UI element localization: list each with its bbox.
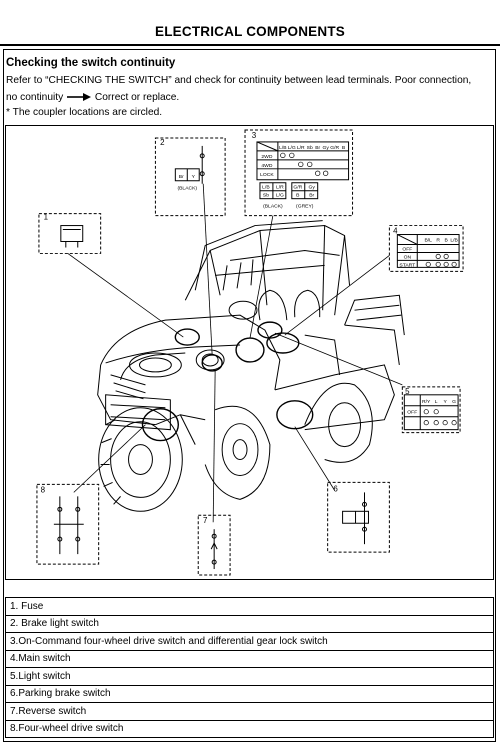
inset3-header: L/R: [297, 145, 305, 151]
inset2-coupler-color: (BLACK): [177, 186, 197, 192]
inset5-header: Y: [443, 399, 447, 405]
inset3-coupler1-color: (BLACK): [263, 204, 283, 210]
instruction-line-2: no continuity Correct or replace.: [6, 92, 179, 103]
legend-item-brake-light-switch: 2. Brake light switch: [5, 614, 494, 633]
legend-item-fuse: 1. Fuse: [5, 597, 494, 616]
inset3-coupler1-pin: L/G: [276, 193, 284, 199]
inset3-header: L/B: [279, 145, 287, 151]
inset3-header: Gy: [322, 145, 329, 151]
instruction-line-1: Refer to “CHECKING THE SWITCH” and check…: [6, 75, 472, 86]
inset4-row-label: START: [399, 262, 415, 268]
instruction-condition: no continuity: [6, 92, 64, 103]
inset-reverse-switch: [197, 514, 231, 576]
legend-item-four-wheel-drive-switch: 8.Four-wheel drive switch: [5, 719, 494, 738]
inset3-row-label: 2WD: [261, 154, 272, 160]
list-item: 3.On-Command four-wheel drive switch and…: [5, 632, 494, 651]
inset3-header: Sb: [307, 145, 313, 151]
instruction-line-3: * The coupler locations are circled.: [6, 107, 163, 118]
page-title: ELECTRICAL COMPONENTS: [155, 24, 345, 39]
continuity-markers: [280, 152, 457, 426]
inset3-header: G/R: [330, 145, 339, 151]
inset3-coupler2-pin: Br: [309, 193, 314, 199]
list-item: 1. Fuse: [5, 597, 494, 616]
callout-2: 2: [160, 138, 165, 147]
inset4-header: B/L: [424, 237, 432, 243]
list-item: 8.Four-wheel drive switch: [5, 719, 494, 738]
inset3-coupler1-pin: L/B: [262, 185, 270, 191]
title-divider: [0, 44, 500, 46]
inset-light-switch: [401, 386, 461, 434]
inset5-header: R/Y: [422, 399, 431, 405]
inset4-header: B: [444, 237, 448, 243]
inset4-header: L/B: [450, 237, 458, 243]
inset-brake-light-switch: [154, 137, 226, 217]
inset5-row-label: OFF: [407, 410, 417, 416]
vehicle-switch-location-diagram: 1 2 3 4 5 6 7 8 Br Y (BLACK) L/B L/G L/R…: [5, 125, 494, 580]
inset-parking-brake-switch: [327, 481, 390, 553]
inset-four-wheel-drive-switch: [36, 483, 100, 565]
list-item: 7.Reverse switch: [5, 702, 494, 721]
legend-item-main-switch: 4.Main switch: [5, 649, 494, 668]
section-title: Checking the switch continuity: [6, 57, 176, 69]
callout-4: 4: [393, 227, 398, 236]
leader-lines: [67, 183, 403, 523]
callout-5: 5: [405, 387, 410, 396]
inset-main-switch: [388, 225, 464, 272]
list-item: 2. Brake light switch: [5, 614, 494, 633]
callout-8: 8: [41, 485, 46, 494]
inset3-header: L/G: [288, 145, 296, 151]
inset3-coupler2-color: (GREY): [296, 204, 314, 210]
inset3-coupler1-pin: L/R: [276, 185, 284, 191]
list-item: 4.Main switch: [5, 649, 494, 668]
instruction-action: Correct or replace.: [94, 92, 180, 103]
inset3-coupler1-pin: Sb: [263, 193, 269, 199]
inset2-wire-1: Br: [179, 174, 184, 180]
inset3-row-label: 4WD: [261, 163, 272, 169]
legend-item-4wd-diff-lock-switch: 3.On-Command four-wheel drive switch and…: [5, 632, 494, 651]
list-item: 5.Light switch: [5, 667, 494, 686]
legend-item-light-switch: 5.Light switch: [5, 667, 494, 686]
utv-vehicle-illustration: [97, 220, 405, 512]
arrow-right-icon: [67, 93, 92, 102]
inset4-row-label: OFF: [402, 246, 412, 252]
legend-item-reverse-switch: 7.Reverse switch: [5, 702, 494, 721]
inset5-header: G: [452, 399, 456, 405]
inset4-header: R: [436, 237, 440, 243]
component-legend: 1. Fuse 2. Brake light switch 3.On-Comma…: [5, 597, 494, 738]
inset-fuse: [38, 213, 102, 254]
content-frame: [3, 49, 496, 742]
inset2-wire-2: Y: [192, 174, 196, 180]
inset-4wd-diff-lock-switch: [244, 129, 354, 217]
inset3-header: Br: [315, 145, 320, 151]
inset3-header: B: [342, 145, 346, 151]
callout-3: 3: [252, 131, 257, 140]
inset3-row-label: LOCK: [260, 172, 274, 178]
inset3-coupler2-pin: Gy: [309, 185, 316, 191]
callout-7: 7: [203, 516, 208, 525]
inset5-header: L: [435, 399, 438, 405]
callout-6: 6: [333, 484, 338, 493]
callout-1: 1: [44, 213, 49, 222]
legend-item-parking-brake-switch: 6.Parking brake switch: [5, 684, 494, 703]
inset3-coupler2-pin: B: [296, 193, 300, 199]
inset3-coupler2-pin: G/R: [293, 185, 302, 191]
inset4-row-label: ON: [404, 254, 412, 260]
list-item: 6.Parking brake switch: [5, 684, 494, 703]
